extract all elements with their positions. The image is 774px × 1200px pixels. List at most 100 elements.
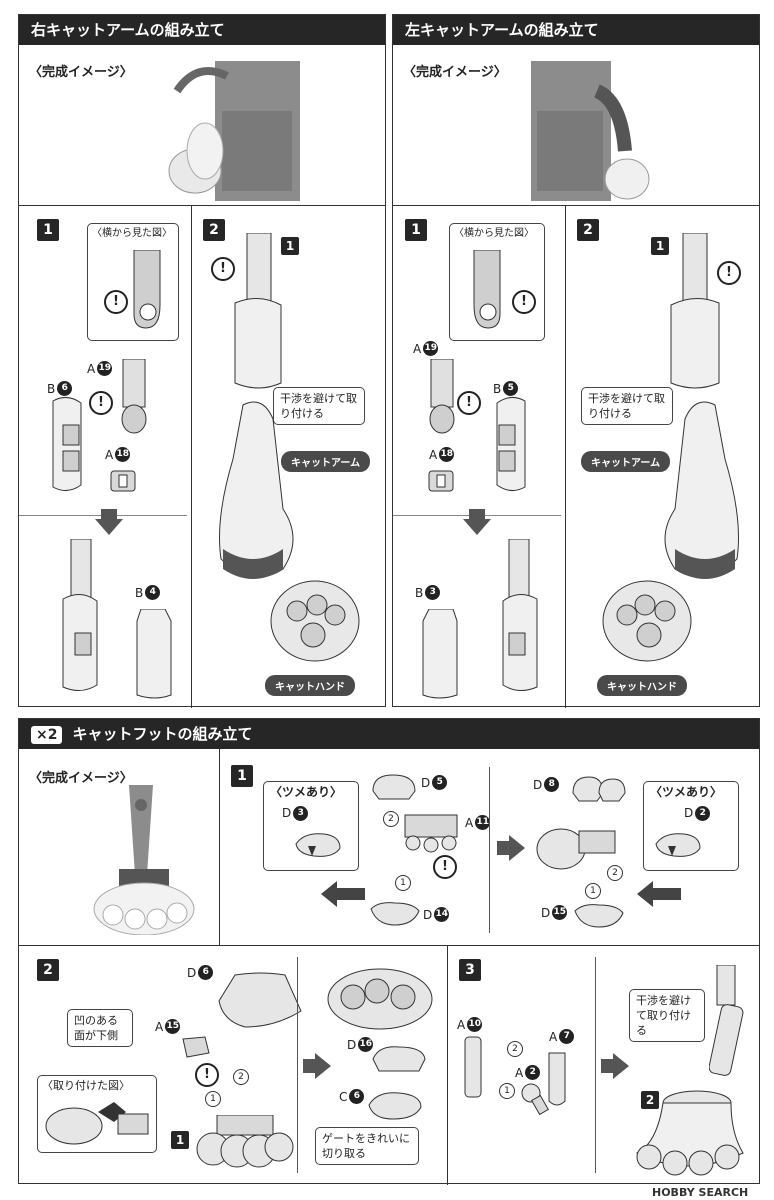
- part-number: 4: [145, 585, 161, 600]
- part-number: 15: [552, 905, 568, 920]
- quantity-badge: ×2: [31, 726, 63, 744]
- part-number: 11: [475, 815, 491, 830]
- part-letter: B: [47, 381, 56, 396]
- step-divider-vertical: [297, 957, 298, 1173]
- part-letter: A: [457, 1017, 466, 1032]
- step-2-number: 2: [37, 959, 59, 981]
- part-number: 7: [559, 1029, 575, 1044]
- part-letter: A: [105, 447, 114, 462]
- interference-note: 干渉を避けて取り付ける: [629, 989, 705, 1042]
- step-1-number: 1: [231, 765, 253, 787]
- side-view-title: 〈横から見た図〉: [92, 228, 172, 239]
- next-arrow-icon: [601, 1053, 629, 1079]
- part-number: 2: [525, 1065, 541, 1080]
- sub-step-1-number: 1: [281, 237, 299, 255]
- part-number: 19: [97, 361, 113, 376]
- assembled-arm-step1: [62, 539, 98, 691]
- part-letter: A: [429, 447, 438, 462]
- part-letter: D: [187, 965, 197, 980]
- cat-hand-label: キャットハンド: [597, 675, 687, 696]
- forearm-part: [422, 609, 458, 699]
- part-label-b6: B 6: [47, 381, 73, 396]
- part-letter: A: [155, 1019, 164, 1034]
- part-number: 18: [115, 447, 131, 462]
- upper-arm-assembly: [234, 233, 282, 389]
- part-number: 6: [57, 381, 73, 396]
- upper-arm-frame: [52, 397, 82, 491]
- part-number: 6: [349, 1089, 365, 1104]
- part-label-d14: D 14: [423, 907, 450, 922]
- side-view-part: [133, 250, 161, 329]
- upper-arm-assembly: [670, 233, 720, 389]
- step-1-number: 1: [37, 219, 59, 241]
- part-letter: A: [515, 1065, 524, 1080]
- claw-part: [655, 833, 701, 857]
- section-divider-vertical: [219, 749, 220, 945]
- completed-image-label: 〈完成イメージ〉: [29, 65, 133, 80]
- step-divider-vertical: [565, 205, 566, 708]
- completed-image-label: 〈完成イメージ〉: [403, 65, 507, 80]
- part-letter: D: [423, 907, 433, 922]
- part-number: 2: [695, 806, 711, 821]
- order-1-marker: 1: [499, 1083, 515, 1099]
- section-divider: [19, 945, 759, 946]
- foot-cap-part: [572, 776, 626, 802]
- foot-cover-part: [218, 972, 302, 1028]
- warning-icon: !: [211, 257, 235, 281]
- gate-note: ゲートをきれいに切り取る: [315, 1127, 419, 1165]
- attached-view-callout: 〈取り付けた図〉: [37, 1075, 157, 1153]
- part-number: 6: [198, 965, 214, 980]
- toe-assembly: [196, 1115, 294, 1168]
- joint-part: [182, 1036, 210, 1058]
- cat-arm-label: キャットアーム: [281, 451, 371, 472]
- toe-assembly: [536, 828, 616, 870]
- warning-icon: !: [433, 855, 457, 879]
- down-arrow-icon: [95, 509, 123, 535]
- order-2-marker: 2: [607, 865, 623, 881]
- watermark-text: HOBBY SEARCH: [652, 1186, 749, 1199]
- small-cylinder-part: [428, 470, 454, 492]
- part-label-b4: B 4: [135, 585, 161, 600]
- part-number: 3: [293, 806, 309, 821]
- step-divider-vertical: [595, 957, 596, 1173]
- side-view-title: 〈横から見た図〉: [454, 228, 534, 239]
- part-letter: D: [282, 806, 292, 820]
- cat-arm-shell: [219, 401, 294, 579]
- cat-arm-shell: [664, 401, 739, 579]
- section-title: 右キャットアームの組み立て: [19, 15, 385, 45]
- part-number: 14: [434, 907, 450, 922]
- part-letter: B: [135, 585, 144, 600]
- ankle-joint-part: [521, 1083, 550, 1115]
- small-cylinder-part: [110, 470, 136, 492]
- claw-label: 〈ツメあり〉: [650, 785, 723, 799]
- completed-image-photo: [168, 61, 300, 201]
- part-label-d16: D 16: [347, 1037, 374, 1052]
- outline-arrow-icon: [637, 881, 681, 907]
- part-label-b3: B 3: [415, 585, 441, 600]
- image-divider: [19, 205, 385, 206]
- down-arrow-icon: [463, 509, 491, 535]
- completed-image-photo: [531, 61, 650, 201]
- step-2-number: 2: [577, 219, 599, 241]
- part-label-d8: D 8: [533, 777, 560, 792]
- step-3-number: 3: [459, 959, 481, 981]
- ankle-assembly: [709, 965, 744, 1076]
- image-divider: [393, 205, 759, 206]
- forearm-part: [136, 609, 172, 699]
- part-label-a15: A 15: [155, 1019, 181, 1034]
- ankle-frame-part: [464, 1036, 482, 1098]
- step-divider-vertical: [191, 205, 192, 708]
- part-number: 5: [432, 775, 448, 790]
- order-2-marker: 2: [507, 1041, 523, 1057]
- sub-step-1-number: 1: [171, 1131, 189, 1149]
- interference-note: 干渉を避けて取り付ける: [273, 387, 365, 425]
- part-label-b5: B 5: [493, 381, 519, 396]
- part-label-a11: A 11: [465, 815, 491, 830]
- side-view-part: [473, 250, 501, 329]
- warning-icon: !: [717, 261, 741, 285]
- outline-arrow-icon: [321, 881, 365, 907]
- right-arm-section: 右キャットアームの組み立て 〈完成イメージ〉 1 〈横から見た図〉 ! A 19…: [18, 14, 386, 708]
- part-letter: D: [684, 806, 694, 820]
- part-letter: A: [87, 361, 96, 376]
